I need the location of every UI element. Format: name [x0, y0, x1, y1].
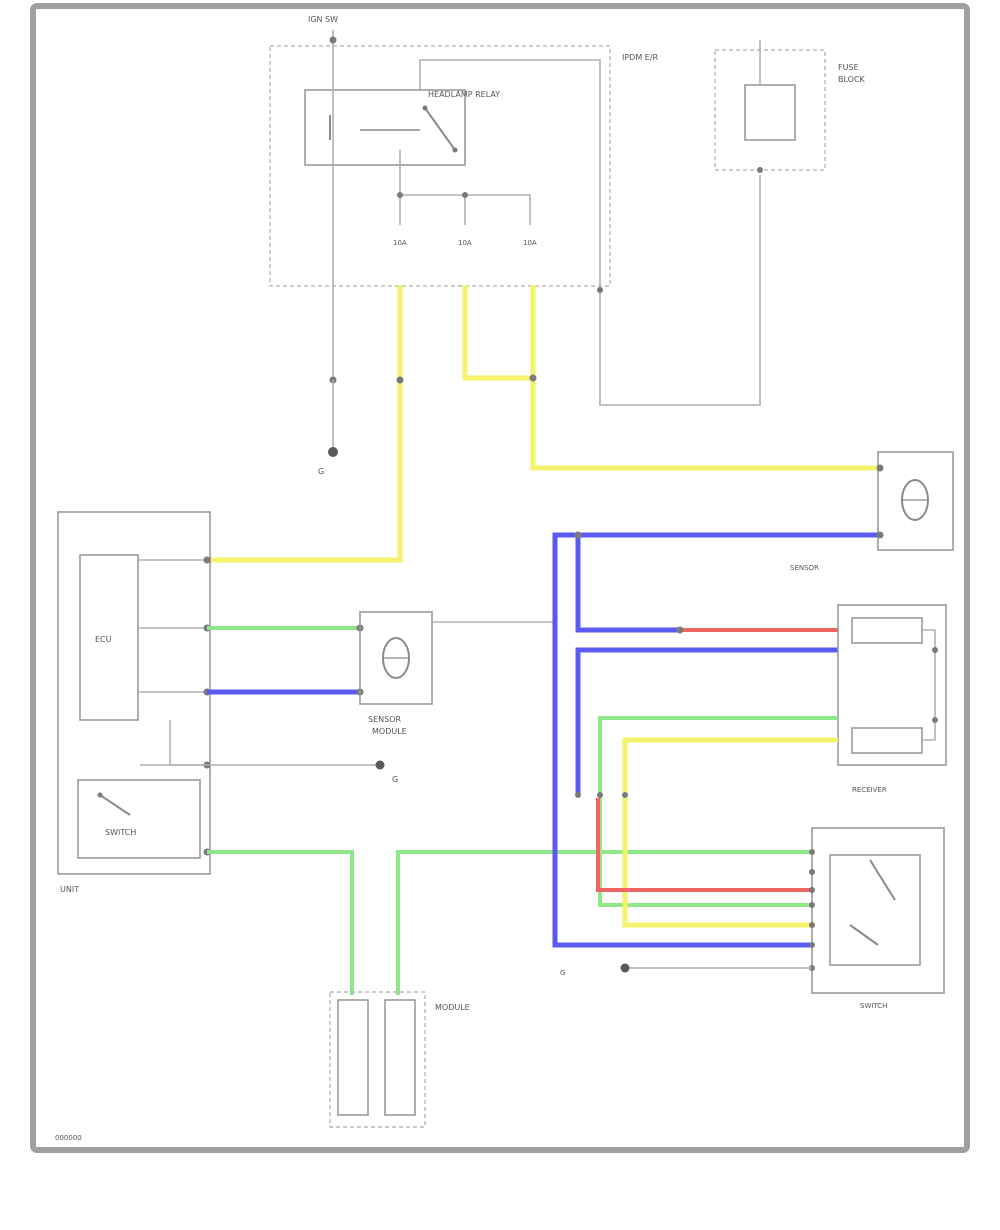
ground-2-label: G [392, 775, 398, 784]
sensor-coil-icon [901, 479, 929, 521]
fuse-top-label: IGN SW [308, 15, 338, 24]
ground-icon [375, 760, 385, 770]
security-switch-label: SWITCH [105, 828, 136, 837]
security-unit-box [57, 511, 211, 875]
ground-1-label: G [318, 467, 324, 476]
wire-green-bottom [207, 850, 354, 995]
fuse-2-label: 10A [458, 239, 472, 247]
horn-sensor-box [359, 611, 433, 705]
switch-contact-icon [849, 859, 896, 946]
switch-unit-label: SWITCH [860, 1002, 887, 1010]
wire-yellow-fuse3 [530, 285, 880, 471]
fuse-1-label: 10A [393, 239, 407, 247]
wire-blue-branch [575, 535, 680, 633]
ipdm-box [269, 45, 611, 287]
bottom-module-inner-1 [337, 999, 369, 1116]
wire-red-receiver [596, 798, 810, 892]
horn-sensor-label: SENSOR [368, 715, 401, 724]
ground-icon [620, 963, 630, 973]
wire-blue-main [552, 532, 880, 948]
fusible-link-inner [744, 84, 796, 141]
tire-sensor-label: SENSOR [790, 564, 819, 572]
security-ecu-label: ECU [95, 635, 112, 644]
wire-ipdm-right [419, 59, 761, 406]
bottom-module-box [329, 991, 426, 1128]
security-switch-box [77, 779, 201, 859]
fusible-link-label-2: BLOCK [838, 75, 866, 84]
security-unit-label: UNIT [60, 885, 79, 894]
switch-contact-icon [97, 792, 131, 816]
ground-icon [328, 447, 338, 457]
horn-module-label: MODULE [372, 727, 407, 736]
ground-3-label: G [560, 969, 565, 977]
security-ecu-box [79, 554, 139, 721]
top-terminal [329, 36, 337, 44]
bottom-module-inner-2 [384, 999, 416, 1116]
headlamp-relay-label: HEADLAMP RELAY [428, 90, 500, 99]
wire-green-receiver [598, 716, 838, 907]
switch-unit-inner [829, 854, 921, 966]
receiver-internal [922, 629, 936, 741]
relay-switch-icon [329, 105, 458, 153]
fusible-link-label-1: FUSE [838, 63, 859, 72]
wire-green-bottom-2 [396, 850, 810, 995]
receiver-inner-2 [851, 727, 923, 754]
headlamp-relay-box [304, 89, 466, 166]
wire-yellow-fuse1 [205, 285, 403, 563]
wire-yellow-fuse2 [462, 285, 533, 381]
fuse-3-label: 10A [523, 239, 537, 247]
right-module-label: RECEIVER [852, 786, 887, 794]
tire-sensor-box [877, 451, 954, 551]
fusible-link-box [714, 49, 826, 171]
wire-blue-receiver [575, 647, 838, 795]
sensor-coil-icon [382, 637, 410, 679]
footer-code: 000000 [55, 1134, 82, 1142]
bottom-module-label: MODULE [435, 1003, 470, 1012]
switch-unit-box [811, 827, 945, 994]
wire-yellow-receiver [622, 737, 838, 928]
ecu-internal-4 [169, 720, 205, 766]
diagram-frame [30, 3, 970, 1153]
receiver-box [837, 604, 947, 766]
ipdm-label: IPDM E/R [622, 53, 659, 62]
receiver-inner-1 [851, 617, 923, 644]
